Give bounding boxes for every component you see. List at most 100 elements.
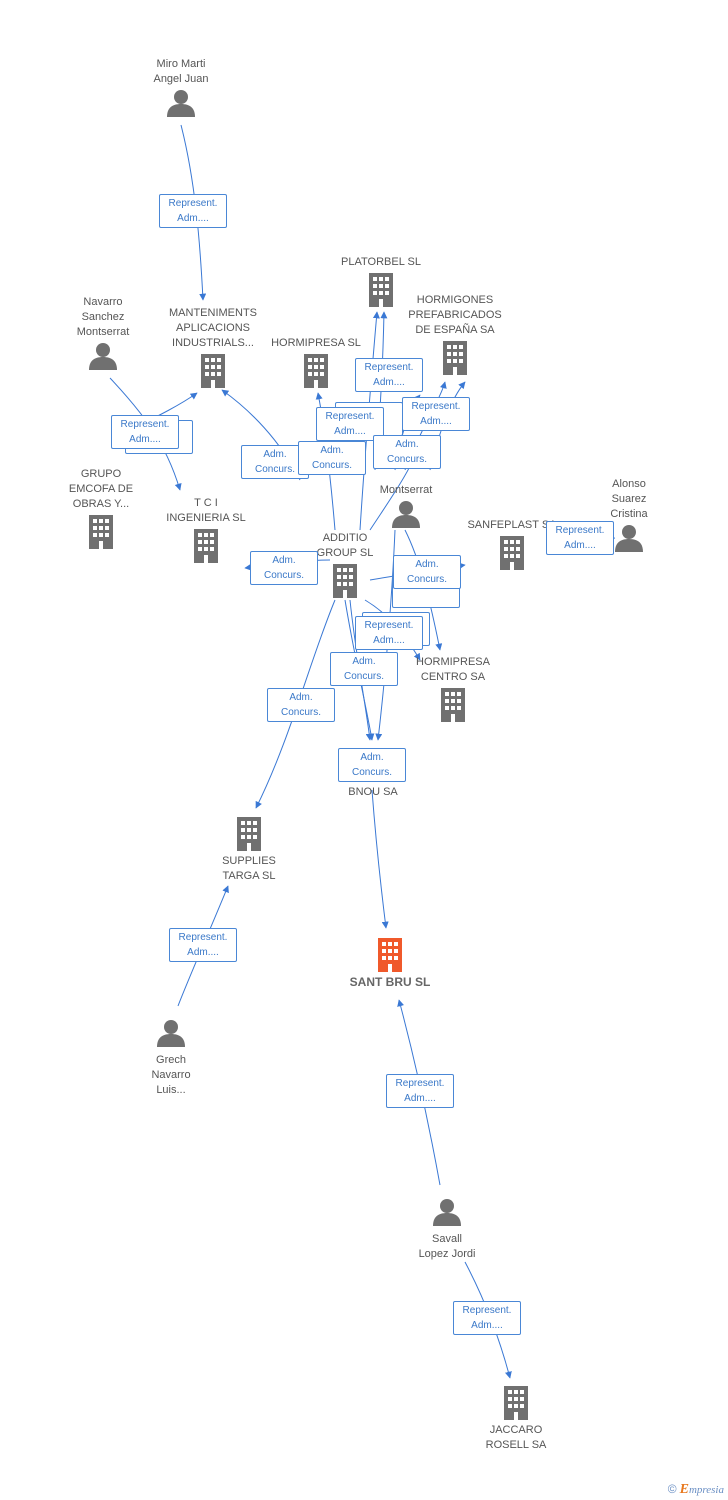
relation-label-line: Represent. [555, 525, 605, 536]
relation-label[interactable]: Adm.Concurs. [393, 555, 461, 589]
person-icon[interactable] [167, 90, 195, 117]
company-icon[interactable] [441, 688, 465, 722]
relation-label-line: Adm. [289, 692, 313, 703]
node-label-line: Savall [432, 1233, 462, 1245]
node-label-montserrat[interactable]: Montserrat [380, 483, 433, 498]
node-label-line: Navarro [151, 1069, 191, 1081]
relation-label[interactable]: Represent. Adm.... [355, 616, 423, 650]
node-label-line: Navarro [83, 296, 123, 308]
node-label-line: Grech [156, 1054, 186, 1066]
person-icon[interactable] [392, 501, 420, 528]
relation-label[interactable]: Adm.Concurs. [338, 748, 406, 782]
relation-label[interactable]: Represent.Adm.... [453, 1301, 521, 1335]
node-label-line: Suarez [611, 493, 647, 505]
relation-label-line: Adm.... [187, 947, 219, 958]
node-label-line: ADDITIO [322, 532, 368, 544]
relation-label-line: Adm.... [177, 213, 209, 224]
relation-label-line: Represent. [395, 1078, 445, 1089]
relation-label[interactable]: Adm.Concurs. [298, 441, 366, 475]
brand-logo-initial: E [679, 1482, 689, 1497]
relation-label[interactable]: Adm.Concurs. [330, 652, 398, 686]
node-label-line: DE ESPAÑA SA [415, 324, 495, 336]
node-label-supplies[interactable]: SUPPLIES TARGA SL [222, 854, 276, 884]
node-label-hormipresa[interactable]: HORMIPRESA SL [271, 336, 361, 351]
relation-label[interactable]: Adm.Concurs. [373, 435, 441, 469]
node-label-platorbel[interactable]: PLATORBEL SL [341, 255, 421, 270]
company-icon[interactable] [237, 817, 261, 851]
relation-label-line: Adm.... [373, 377, 405, 388]
relation-label-line: Adm. [395, 439, 419, 450]
node-label-line: Alonso [612, 478, 646, 490]
node-label-line: MANTENIMENTS [169, 307, 257, 319]
main-company-icon[interactable] [378, 938, 402, 972]
relation-label[interactable]: Represent. Adm.... [386, 1074, 454, 1108]
company-icon[interactable] [504, 1386, 528, 1420]
company-icon[interactable] [201, 354, 225, 388]
relation-label[interactable]: Adm.Concurs. [241, 445, 309, 479]
company-icon[interactable] [369, 273, 393, 307]
person-icon[interactable] [433, 1199, 461, 1226]
person-icon[interactable] [157, 1020, 185, 1047]
relation-label-line: Adm. [415, 559, 439, 570]
relation-label-line: Represent. [168, 198, 218, 209]
relation-label[interactable]: Represent.Adm.... [402, 397, 470, 431]
node-label-line: EMCOFA DE [68, 483, 134, 495]
relation-label-line: Adm.... [373, 635, 405, 646]
relation-label-line: Represent. [462, 1305, 512, 1316]
node-label-line: TARGA SL [222, 870, 276, 882]
relation-label-line: Represent. [364, 620, 414, 631]
node-label-line: Cristina [610, 508, 648, 520]
node-label-line: Montserrat [76, 326, 130, 338]
relation-label[interactable]: Represent. Adm.... [159, 194, 227, 228]
relation-label-line: Adm.... [564, 540, 596, 551]
brand-logo-text: mpresia [688, 1484, 724, 1496]
relation-label-line: Represent. [178, 932, 228, 943]
person-icon[interactable] [89, 343, 117, 370]
relation-label[interactable]: Represent.Adm.... [355, 358, 423, 392]
copyright-symbol: © [667, 1482, 677, 1496]
node-label-line: Montserrat [379, 484, 433, 496]
company-icon[interactable] [500, 536, 524, 570]
relation-label-line: Adm.... [420, 416, 452, 427]
node-label-line: SUPPLIES [222, 855, 276, 867]
relation-label-line: Adm. [352, 656, 376, 667]
node-label-line: SANT BRU SL [349, 975, 431, 989]
relation-label[interactable]: Adm.Concurs. [267, 688, 335, 722]
relation-label[interactable]: Represent.Adm.... [111, 415, 179, 449]
company-icon[interactable] [194, 529, 218, 563]
node-label-line: CENTRO SA [420, 671, 486, 683]
relation-label[interactable]: Represent. Adm.... [546, 521, 614, 555]
node-label-santbru[interactable]: SANT BRU SL [350, 975, 431, 990]
relation-label[interactable]: Represent.Adm.... [316, 407, 384, 441]
company-icon[interactable] [304, 354, 328, 388]
node-label-line: APLICACIONS [176, 322, 250, 334]
node-label-line: Angel Juan [153, 73, 209, 85]
relation-edge [371, 789, 389, 929]
node-label-line: HORMIPRESA [416, 656, 490, 668]
node-label-bnou[interactable]: BNOU SA [348, 785, 398, 800]
node-label-line: GRUPO [80, 468, 122, 480]
relation-label-line: Concurs. [351, 767, 392, 778]
node-label-hormipresa-centro[interactable]: HORMIPRESA CENTRO SA [416, 655, 490, 685]
node-label-line: Lopez Jordi [418, 1248, 476, 1260]
relation-label-line: Adm.... [404, 1093, 436, 1104]
company-icon[interactable] [89, 515, 113, 549]
node-label-sanfeplast[interactable]: SANFEPLAST SA [467, 518, 556, 533]
relation-label[interactable]: Represent. Adm.... [169, 928, 237, 962]
relation-label[interactable]: Adm.Concurs. [250, 551, 318, 585]
company-icon[interactable] [443, 341, 467, 375]
person-icon[interactable] [615, 525, 643, 552]
relation-label-line: Adm.... [129, 434, 161, 445]
company-icon[interactable] [333, 564, 357, 598]
